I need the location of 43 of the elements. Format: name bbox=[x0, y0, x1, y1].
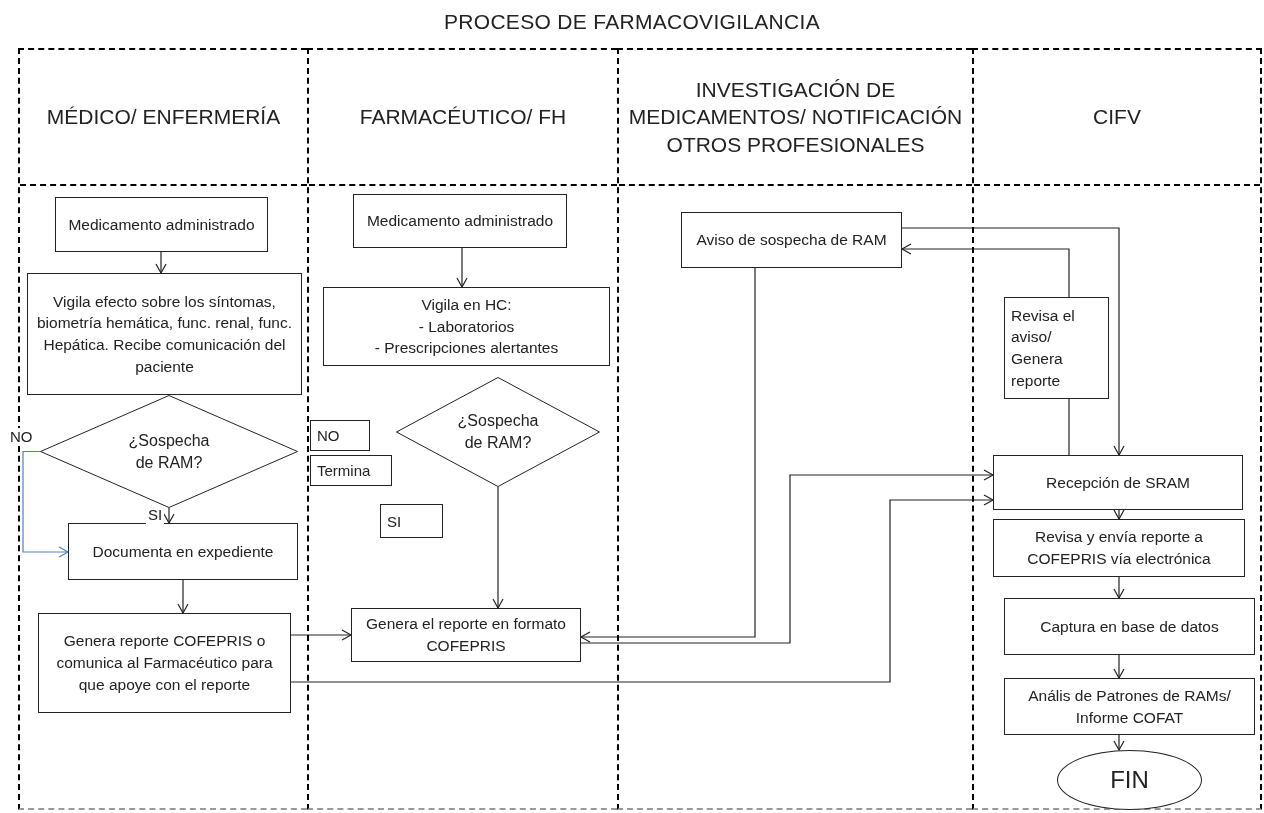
connector-arrow bbox=[901, 227, 1125, 456]
connector-arrow bbox=[901, 243, 1070, 298]
swimlane bbox=[972, 48, 1262, 810]
diagram-title: PROCESO DE FARMACOVIGILANCIA bbox=[443, 10, 821, 34]
lane-title: CIFV bbox=[1093, 104, 1141, 131]
connector-arrow bbox=[456, 247, 468, 288]
process-box: Vigila en HC: - Laboratorios - Prescripciones alertantes bbox=[323, 287, 610, 366]
process-box: Medicamento administrado bbox=[353, 194, 567, 248]
lane-title: MÉDICO/ ENFERMERÍA bbox=[46, 104, 281, 131]
note-box: Termina bbox=[310, 455, 392, 486]
note-box: NO bbox=[310, 420, 370, 451]
connector-arrow bbox=[1113, 509, 1125, 520]
connector-arrow bbox=[290, 629, 352, 641]
lane-title: INVESTIGACIÓN DE MEDICAMENTOS/ NOTIFICACIÓN OTROS PROFESIONALES bbox=[627, 77, 964, 158]
process-box: Documenta en expediente bbox=[68, 523, 298, 580]
lane-title: FARMACÉUTICO/ FH bbox=[359, 104, 567, 131]
connector-arrow bbox=[290, 494, 994, 683]
connector-arrow bbox=[155, 251, 167, 274]
process-box: Anális de Patrones de RAMs/ Informe COFAT bbox=[1004, 678, 1255, 735]
decision-diamond: ¿Sospecha de RAM? bbox=[40, 395, 298, 508]
process-box: Vigila efecto sobre los síntomas, biometría hemática, func. renal, func. Hepática. Recibe comunicación del paciente bbox=[27, 273, 302, 395]
connector-arrow bbox=[580, 267, 756, 643]
connector-arrow bbox=[580, 469, 994, 644]
swimlane bbox=[307, 48, 617, 810]
process-box: Aviso de sospecha de RAM bbox=[681, 212, 902, 268]
process-box: Medicamento administrado bbox=[55, 197, 268, 252]
note-box: SI bbox=[380, 504, 443, 538]
connector-arrow bbox=[163, 507, 175, 524]
process-box: Recepción de SRAM bbox=[993, 455, 1243, 510]
process-box: Captura en base de datos bbox=[1004, 598, 1255, 655]
process-box: Genera reporte COFEPRIS o comunica al Farmacéutico para que apoye con el reporte bbox=[38, 613, 291, 713]
connector-arrow bbox=[177, 579, 189, 614]
end-ellipse: FIN bbox=[1057, 750, 1202, 810]
process-box: Genera el reporte en formato COFEPRIS bbox=[351, 608, 581, 662]
connector-arrow bbox=[1113, 734, 1125, 751]
decision-diamond: ¿Sospecha de RAM? bbox=[396, 377, 600, 487]
swimlane bbox=[617, 48, 972, 810]
connector-arrow bbox=[492, 486, 504, 609]
connector-arrow bbox=[22, 450, 69, 558]
process-box: Revisa y envía reporte a COFEPRIS vía electrónica bbox=[993, 519, 1245, 577]
connector-arrow bbox=[1113, 654, 1125, 679]
connector-arrow bbox=[1113, 576, 1125, 599]
process-box: Revisa el aviso/ Genera reporte bbox=[1004, 297, 1109, 399]
